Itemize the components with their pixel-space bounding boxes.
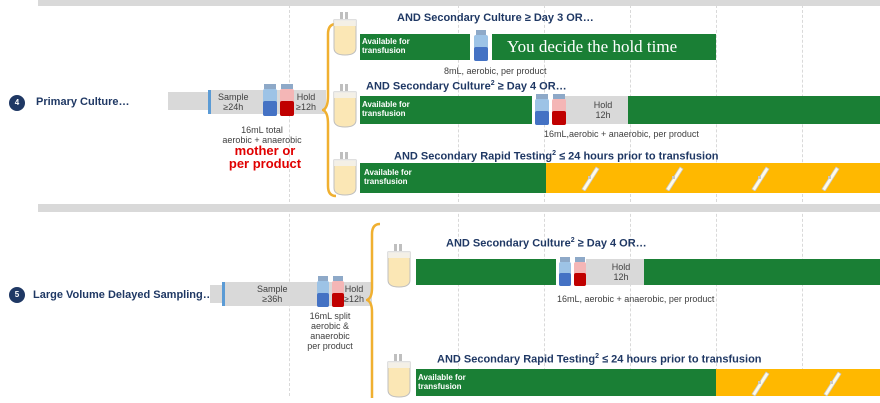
sample-marker (222, 282, 225, 306)
step-number-badge: 5 (9, 287, 25, 303)
availability-bar (416, 369, 716, 396)
rapid-test-strip-icon (820, 370, 842, 401)
option-note: 16mL,aerobic + anaerobic, per product (544, 129, 699, 139)
rapid-test-strip-icon (748, 165, 770, 196)
row-label-large-volume-delayed-sampling: Large Volume Delayed Sampling… (33, 289, 214, 301)
you-decide-hold-time-text: You decide the hold time (507, 37, 678, 56)
row-lead-bar (210, 285, 222, 303)
rapid-test-strip-icon (748, 370, 770, 401)
availability-bar (360, 34, 716, 60)
rapid-test-strip-icon (662, 165, 684, 196)
options-bracket (319, 22, 338, 203)
grid-line (630, 0, 631, 396)
hold-label: Hold≥12h (296, 92, 316, 112)
grid-line (289, 0, 290, 396)
option-title-secondary-culture-day4: AND Secondary Culture2 ≥ Day 4 OR… (446, 237, 647, 250)
option-title-secondary-rapid-testing: AND Secondary Rapid Testing2 ≤ 24 hours … (394, 150, 719, 163)
option-title-secondary-rapid-testing: AND Secondary Rapid Testing2 ≤ 24 hours … (437, 353, 762, 366)
grid-line (458, 0, 459, 396)
blood-bag-icon (332, 12, 358, 61)
options-bracket (363, 222, 382, 403)
culture-bottle-icon (558, 257, 588, 292)
sample-hold-bar (224, 282, 372, 306)
rapid-test-strip-icon (818, 165, 840, 196)
hold-label: Hold≥12h (344, 284, 364, 304)
section-separator (38, 204, 880, 212)
blood-bag-icon (332, 84, 358, 133)
blood-bag-icon (386, 354, 412, 403)
rapid-test-window-bar (716, 369, 880, 396)
sample-label: Sample≥36h (257, 284, 288, 304)
culture-bottle-icon (316, 276, 346, 313)
culture-bottle-icon (470, 30, 492, 62)
sample-label: Sample≥24h (218, 92, 249, 112)
grid-line (802, 0, 803, 396)
sample-marker (208, 90, 211, 114)
option-title-secondary-culture-day4: AND Secondary Culture2 ≥ Day 4 OR… (366, 80, 567, 93)
rapid-test-strip-icon (578, 165, 600, 196)
row-lead-bar (168, 92, 208, 110)
section-separator (38, 0, 880, 6)
culture-bottle-icon (262, 84, 296, 123)
option-title-secondary-culture-day3: AND Secondary Culture ≥ Day 3 OR… (397, 12, 594, 24)
availability-bar (416, 259, 880, 285)
availability-bar (360, 163, 546, 193)
option-note: 16mL, aerobic + anaerobic, per product (557, 294, 715, 304)
step-number-badge: 4 (9, 95, 25, 111)
blood-bag-icon (386, 244, 412, 293)
blood-bag-icon (332, 152, 358, 201)
option-note: 8mL, aerobic, per product (444, 66, 547, 76)
row-label-primary-culture: Primary Culture… (36, 96, 130, 108)
culture-bottle-icon (534, 94, 568, 131)
grid-line (716, 0, 717, 396)
grid-line (544, 0, 545, 396)
